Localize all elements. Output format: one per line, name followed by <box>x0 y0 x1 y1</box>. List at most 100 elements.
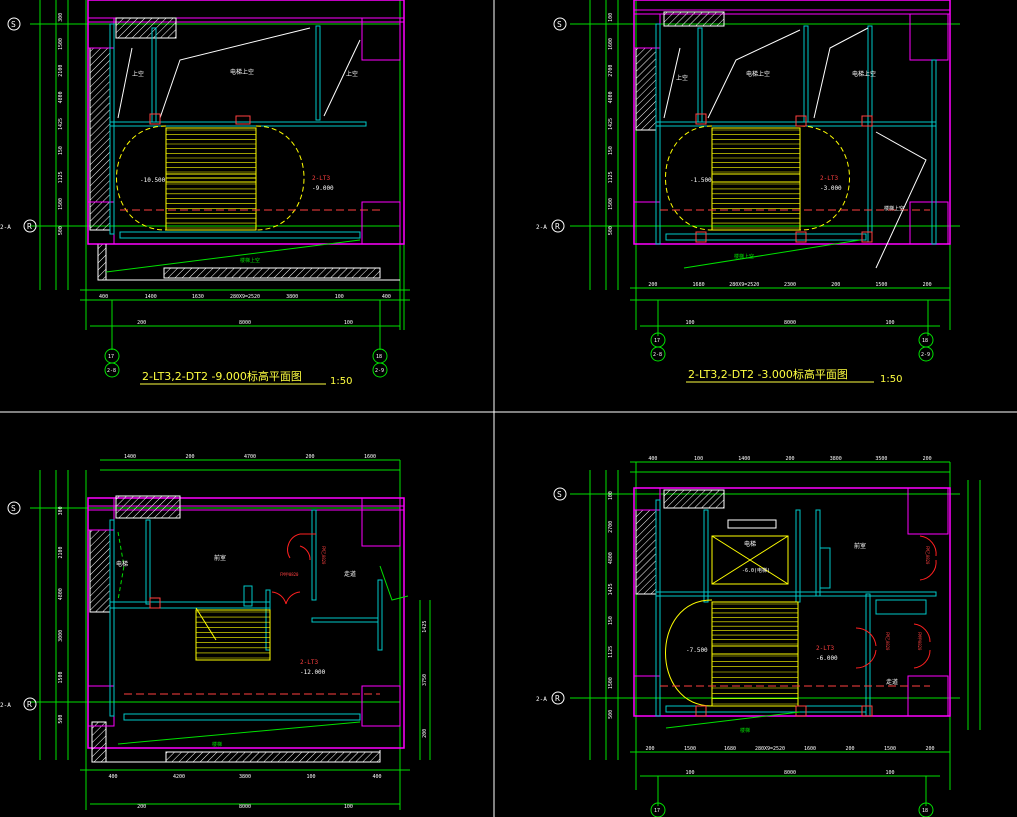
level-text: -6.0(电梯) <box>742 567 770 574</box>
dimension-text: 4800 <box>58 91 64 103</box>
dimension-text: 1425 <box>608 583 614 595</box>
room-label: 前室 <box>854 542 866 550</box>
dimension-text: 400 <box>99 294 108 300</box>
svg-text:2-A: 2-A <box>0 224 11 231</box>
dimension-text: 8000 <box>784 770 796 776</box>
dimension-text: 4800 <box>608 91 614 103</box>
dimension-text: 100 <box>344 320 353 326</box>
room-label: 电梯 <box>116 560 128 568</box>
dimension-text: 100 <box>885 770 894 776</box>
dimension-text: 100 <box>608 13 614 22</box>
level-text: 2-LT3 <box>300 659 318 666</box>
plan-panel-tr: 上空 电梯上空 电梯上空 楼梯上空 楼梯上空 -1.500 2-LT3 -3.0… <box>536 0 960 385</box>
plan-panel-bl: 前室 电梯 走道 楼梯 2-LT3 -12.000 FM乙0820 FM甲082… <box>0 454 431 810</box>
dimension-text: 2700 <box>608 521 614 533</box>
dimension-text: 200 <box>831 282 840 288</box>
svg-text:17: 17 <box>108 354 114 360</box>
dimension-text: 8000 <box>239 320 251 326</box>
dimension-text: 4200 <box>173 774 185 780</box>
svg-text:S: S <box>11 504 16 513</box>
dimension-text: 1500 <box>608 198 614 210</box>
dimension-text: 200 <box>845 746 854 752</box>
dimension-text: 200 <box>923 282 932 288</box>
dimension-text: 100 <box>694 456 703 462</box>
svg-text:18: 18 <box>376 354 382 360</box>
dimension-text: 200 <box>785 456 794 462</box>
dimension-text: 3800 <box>830 456 842 462</box>
room-label: 上空 <box>346 70 358 78</box>
dimension-text: 3000 <box>58 630 64 642</box>
dimension-text: 3500 <box>875 456 887 462</box>
dimension-text: 280X9=2520 <box>729 282 759 288</box>
dimension-text: 100 <box>335 294 344 300</box>
room-label: 楼梯上空 <box>240 257 260 264</box>
room-label: 电梯上空 <box>852 70 876 78</box>
dimension-text: 200 <box>645 746 654 752</box>
svg-text:2-9: 2-9 <box>921 352 930 358</box>
dimension-text: 200 <box>137 804 146 810</box>
room-label: 电梯 <box>744 540 756 548</box>
room-label: 走道 <box>344 570 356 578</box>
dimension-text: 100 <box>306 774 315 780</box>
dimension-text: 100 <box>344 804 353 810</box>
dimension-text: 2100 <box>58 65 64 77</box>
svg-text:R: R <box>555 222 560 231</box>
panel-scale: 1:50 <box>880 374 902 385</box>
dimension-text: 1600 <box>608 38 614 50</box>
room-label: 楼梯上空 <box>734 253 754 260</box>
level-text: -9.000 <box>312 185 334 192</box>
svg-text:S: S <box>557 20 562 29</box>
door-label: FM乙0820 <box>321 546 327 565</box>
dimension-text: 300 <box>58 13 64 22</box>
room-label: 走道 <box>886 678 898 686</box>
dimension-text: 1400 <box>124 454 136 460</box>
svg-text:R: R <box>555 694 560 703</box>
svg-text:R: R <box>27 700 32 709</box>
dimension-text: 1400 <box>145 294 157 300</box>
svg-text:2-A: 2-A <box>0 702 11 709</box>
dimension-text: 4800 <box>608 552 614 564</box>
dimension-text: 500 <box>58 715 64 724</box>
panel-scale: 1:50 <box>330 376 352 387</box>
door-label: FM乙0820 <box>885 632 891 651</box>
svg-text:17: 17 <box>654 338 660 344</box>
svg-text:2-A: 2-A <box>536 224 547 231</box>
axis-bubble: S R 2-A 17 18 <box>536 487 934 817</box>
svg-text:S: S <box>11 20 16 29</box>
room-label: 上空 <box>676 74 688 82</box>
dimension-text: 2300 <box>784 282 796 288</box>
dimension-text: 100 <box>885 320 894 326</box>
clearance-arc <box>116 125 305 231</box>
axis-bubble: S R 2-A 17 2-8 18 2-9 <box>536 17 934 362</box>
room-label: 电梯上空 <box>230 68 254 76</box>
dimension-text: 4700 <box>244 454 256 460</box>
dimension-text: 200 <box>925 746 934 752</box>
dimension-text: 200 <box>305 454 314 460</box>
level-text: 2-LT3 <box>820 175 838 182</box>
dimension-text: 1680 <box>693 282 705 288</box>
room-label: 前室 <box>214 554 226 562</box>
dimension-text: 8000 <box>784 320 796 326</box>
dimension-text: 3800 <box>239 774 251 780</box>
hatched-wall <box>89 47 111 231</box>
svg-text:S: S <box>557 490 562 499</box>
door-label: FM甲0820 <box>280 572 299 577</box>
panel-title: 2-LT3,2-DT2 -9.000标高平面图 <box>142 369 302 383</box>
dimension-text: 1500 <box>58 198 64 210</box>
dimension-text: 280X9=2520 <box>230 294 260 300</box>
dimension-text: 150 <box>608 146 614 155</box>
dimension-text: 500 <box>58 226 64 235</box>
dimension-text: 8000 <box>239 804 251 810</box>
dimension-text: 100 <box>685 320 694 326</box>
door <box>271 533 316 605</box>
dimension-text: 150 <box>608 616 614 625</box>
dimension-text: 1600 <box>804 746 816 752</box>
dimension-text: 200 <box>137 320 146 326</box>
wall-outline <box>87 0 405 245</box>
axis-bubble: S R 2-A 17 2-8 18 2-9 <box>0 17 388 378</box>
room-label: 楼梯 <box>740 727 750 734</box>
plan-panel-br: 电梯 前室 走道 楼梯 -7.500 2-LT3 -6.000 -6.0(电梯)… <box>536 456 981 817</box>
level-text: -6.000 <box>816 655 838 662</box>
level-text: -12.000 <box>300 669 326 676</box>
